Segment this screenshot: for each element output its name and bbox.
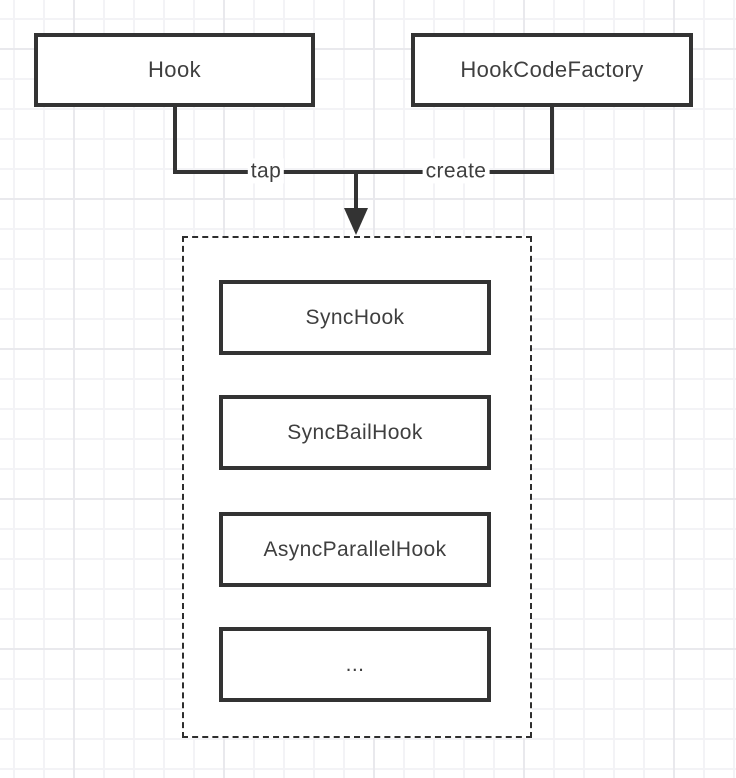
- node-ellipsis: ...: [219, 627, 491, 702]
- node-synchook-label: SyncHook: [305, 305, 405, 329]
- node-hook: Hook: [34, 33, 315, 107]
- node-hookcodefactory: HookCodeFactory: [411, 33, 693, 107]
- node-hookcodefactory-label: HookCodeFactory: [460, 57, 644, 82]
- node-asyncparallelhook: AsyncParallelHook: [219, 512, 491, 587]
- node-syncbailhook: SyncBailHook: [219, 395, 491, 470]
- edge-label-tap: tap: [247, 158, 285, 184]
- node-asyncparallelhook-label: AsyncParallelHook: [263, 537, 447, 561]
- connector-merge-line: [173, 170, 554, 174]
- node-hook-label: Hook: [148, 57, 201, 82]
- node-synchook: SyncHook: [219, 280, 491, 355]
- node-syncbailhook-label: SyncBailHook: [287, 420, 423, 444]
- node-ellipsis-label: ...: [345, 652, 365, 676]
- edge-label-create: create: [422, 158, 490, 184]
- connector-hook-drop-line: [173, 107, 177, 174]
- arrowhead-down-icon: [344, 208, 368, 235]
- connector-arrow-stem: [354, 170, 358, 210]
- connector-factory-drop-line: [550, 107, 554, 174]
